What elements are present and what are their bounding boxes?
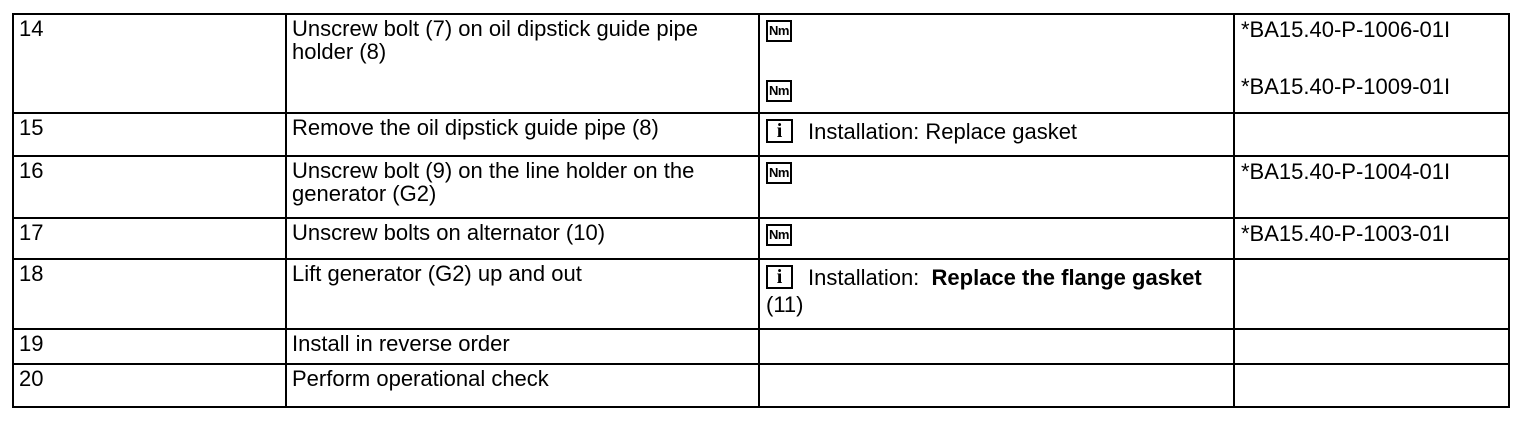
step-cell: 17 xyxy=(12,217,287,260)
note-entry: Nm xyxy=(766,223,1229,250)
note-entry: Nm xyxy=(766,79,1229,106)
note-text: Installation: xyxy=(808,265,932,290)
reference-cell xyxy=(1233,112,1510,157)
note-entry: i Installation: Replace gasket xyxy=(766,118,1229,145)
info-icon: i xyxy=(766,265,793,289)
notes-cell: i Installation: Replace gasket xyxy=(758,112,1235,157)
note-entry: Nm xyxy=(766,161,1229,188)
reference-cell: *BA15.40-P-1003-01I xyxy=(1233,217,1510,260)
reference-cell xyxy=(1233,258,1510,330)
step-cell: 19 xyxy=(12,328,287,365)
reference-link[interactable]: *BA15.40-P-1009-01I xyxy=(1241,74,1451,99)
note-text: Replace the flange gasket xyxy=(931,265,1202,290)
torque-icon: Nm xyxy=(766,80,792,102)
description-cell: Install in reverse order xyxy=(285,328,760,365)
reference-cell: *BA15.40-P-1006-01I *BA15.40-P-1009-01I xyxy=(1233,13,1510,114)
reference-link[interactable]: *BA15.40-P-1006-01I xyxy=(1241,17,1451,42)
description-cell: Unscrew bolt (9) on the line holder on t… xyxy=(285,155,760,219)
notes-cell xyxy=(758,363,1235,408)
step-cell: 18 xyxy=(12,258,287,330)
reference-cell: *BA15.40-P-1004-01I xyxy=(1233,155,1510,219)
description-cell: Unscrew bolt (7) on oil dipstick guide p… xyxy=(285,13,760,114)
note-entry: i Installation: Replace the flange gasket… xyxy=(766,264,1229,318)
torque-icon: Nm xyxy=(766,20,792,42)
torque-icon: Nm xyxy=(766,224,792,246)
description-cell: Lift generator (G2) up and out xyxy=(285,258,760,330)
step-cell: 14 xyxy=(12,13,287,114)
reference-link[interactable]: *BA15.40-P-1004-01I xyxy=(1241,159,1451,184)
step-cell: 16 xyxy=(12,155,287,219)
torque-icon: Nm xyxy=(766,162,792,184)
note-text: (11) xyxy=(766,292,804,317)
description-cell: Remove the oil dipstick guide pipe (8) xyxy=(285,112,760,157)
reference-cell xyxy=(1233,363,1510,408)
reference-link[interactable]: *BA15.40-P-1003-01I xyxy=(1241,221,1451,246)
step-cell: 20 xyxy=(12,363,287,408)
notes-cell: i Installation: Replace the flange gasket… xyxy=(758,258,1235,330)
description-cell: Perform operational check xyxy=(285,363,760,408)
notes-cell: Nm xyxy=(758,217,1235,260)
reference-cell xyxy=(1233,328,1510,365)
note-entry: Nm xyxy=(766,19,1229,46)
note-text: Installation: Replace gasket xyxy=(808,119,1078,144)
notes-cell: Nm xyxy=(758,155,1235,219)
step-cell: 15 xyxy=(12,112,287,157)
notes-cell xyxy=(758,328,1235,365)
info-icon: i xyxy=(766,119,793,143)
description-cell: Unscrew bolts on alternator (10) xyxy=(285,217,760,260)
